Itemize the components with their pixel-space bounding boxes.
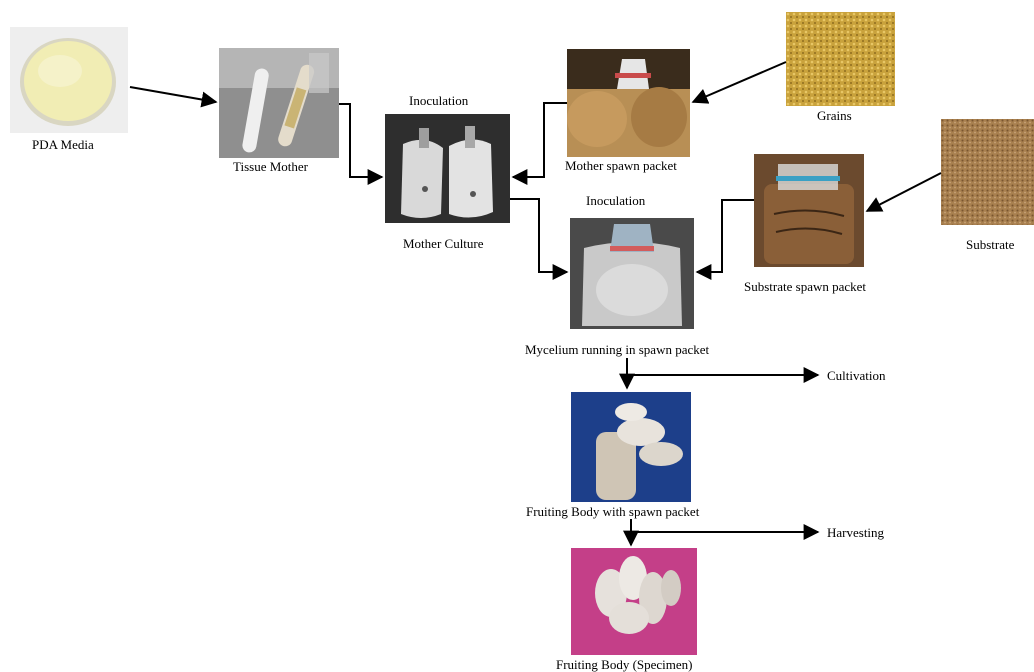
arrow-substrate-to-substrate-spawn	[867, 173, 941, 211]
arrow-tissue-to-culture	[339, 104, 382, 177]
arrow-pda-to-tissue	[130, 87, 216, 102]
arrow-grains-to-mother-spawn	[693, 62, 786, 102]
arrow-substrate-spawn-to-mycelium	[697, 200, 754, 272]
arrow-mother-spawn-to-culture	[513, 103, 567, 177]
arrow-culture-to-mycelium	[510, 199, 567, 272]
